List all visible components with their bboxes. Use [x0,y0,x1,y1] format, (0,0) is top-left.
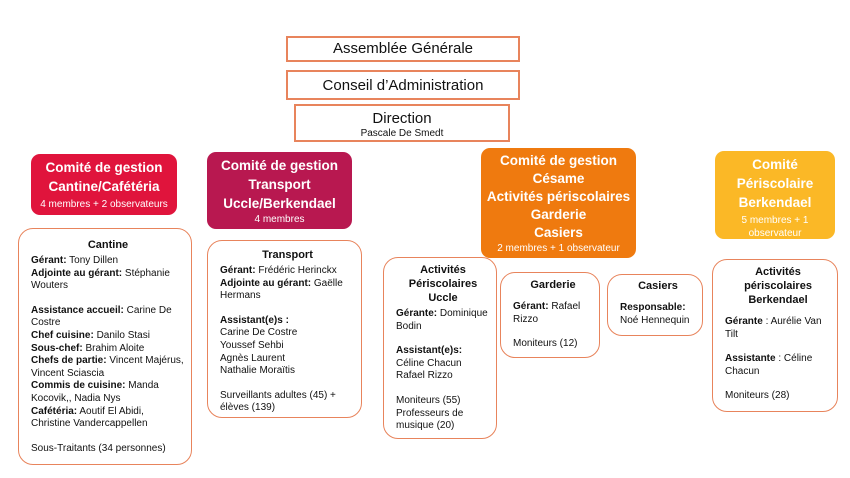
card-transport: Transport Gérant: Frédéric Herinckx Adjo… [207,240,362,418]
activites-professeurs: Professeurs de musique (20) [396,407,464,432]
cantine-partie: Chefs de partie: Vincent Majérus, Vincen… [31,355,184,379]
transport-assistant: Youssef Sehbi [220,339,284,351]
cantine-adjoint: Adjointe au gérant: Stéphanie Wouters [31,267,170,292]
casiers-resp-label: Responsable: [620,302,686,313]
cantine-soustraitants: Sous-Traitants (34 personnes) [31,442,166,454]
transport-assistant: Agnès Laurent [220,352,286,364]
committee-transport-title-2: Transport [248,177,311,192]
card-activites-uccle: Activités Périscolaires Uccle Gérante: D… [383,257,497,439]
transport-assistant: Carine De Costre [220,327,298,339]
committee-transport-title-3: Uccle/Berkendael [223,196,336,211]
berkendael-assistante: Assistante : Céline Chacun [725,353,813,377]
card-casiers-heading: Casiers [638,280,678,292]
transport-assistants-label: Assistant(e)s : [220,314,289,326]
activites-moniteurs: Moniteurs (55) [396,394,461,406]
activites-heading-1: Activités [420,264,466,276]
committee-cantine-title-1: Comité de gestion [45,160,163,175]
committee-cesame-title-4: Garderie [530,207,587,222]
cantine-cafeteria: Cafétéria: Aoutif El Abidi, Christine Va… [31,405,148,430]
cantine-souschef: Sous-chef: Brahim Aloite [31,342,145,354]
committee-cesame-title-2: Césame [532,171,585,186]
cantine-chef: Chef cuisine: Danilo Stasi [31,329,150,341]
committee-cesame-title-3: Activités périscolaires [486,189,631,204]
casiers-resp: Noé Hennequin [620,314,690,326]
activites-assistant: Rafael Rizzo [396,370,453,382]
activites-gerante: Gérante: Dominique Bodin [396,308,488,332]
cantine-gerant: Gérant: Tony Dillen [31,255,119,266]
committee-periscolaire-title-3: Berkendael [738,195,812,210]
activites-heading-3: Uccle [428,292,458,304]
committee-transport-sub: 4 membres [254,214,305,225]
transport-surveillants: Surveillants adultes (45) + élèves (139) [220,389,336,414]
activites-assistants-label: Assistant(e)s: [396,345,463,357]
committee-cantine: Comité de gestion Cantine/Cafétéria 4 me… [31,154,177,215]
transport-adjoint: Adjointe au gérant: Gaëlle Hermans [220,277,343,302]
card-berkendael: Activités périscolaires Berkendael Géran… [712,259,838,412]
committee-transport: Comité de gestion Transport Uccle/Berken… [207,152,352,229]
conseil-administration-box: Conseil d’Administration [286,70,520,100]
assemblee-generale-label: Assemblée Générale [332,40,474,57]
conseil-administration-label: Conseil d’Administration [322,77,484,94]
transport-assistant: Nathalie Moraïtis [220,365,296,377]
card-transport-heading: Transport [262,249,313,261]
direction-title: Direction [372,110,432,127]
committee-cesame-title-5: Casiers [534,225,583,240]
card-cantine-heading: Cantine [87,239,129,251]
activites-assistant: Céline Chacun [396,357,462,369]
activites-heading-2: Périscolaires [408,278,478,290]
committee-periscolaire: Comité Périscolaire Berkendael 5 membres… [715,151,835,239]
garderie-gerant: Gérant: Rafael Rizzo [513,301,581,325]
berkendael-heading-1: Activités [755,266,801,278]
committee-cantine-title-2: Cantine/Cafétéria [48,179,160,194]
direction-box: Direction Pascale De Smedt [294,104,510,142]
card-garderie-heading: Garderie [530,279,576,291]
committee-cesame: Comité de gestion Césame Activités péris… [481,148,636,258]
cantine-accueil: Assistance accueil: Carine De Costre [31,304,172,329]
card-cantine: Cantine Gérant: Tony Dillen Adjointe au … [18,228,192,465]
berkendael-gerante: Gérante : Aurélie Van Tilt [725,316,822,340]
berkendael-moniteurs: Moniteurs (28) [725,390,790,402]
berkendael-heading-3: Berkendael [748,294,808,306]
card-casiers: Casiers Responsable: Noé Hennequin [607,274,703,336]
committee-periscolaire-title-1: Comité [752,157,798,172]
committee-cantine-sub: 4 membres + 2 observateurs [40,199,168,210]
committee-periscolaire-sub-1: 5 membres + 1 [741,215,809,226]
committee-periscolaire-title-2: Périscolaire [736,176,814,191]
transport-gerant: Gérant: Frédéric Herinckx [220,265,337,276]
committee-cesame-title-1: Comité de gestion [499,153,617,168]
assemblee-generale-box: Assemblée Générale [286,36,520,62]
direction-name: Pascale De Smedt [360,128,444,139]
berkendael-heading-2: périscolaires [744,280,812,292]
card-garderie: Garderie Gérant: Rafael Rizzo Moniteurs … [500,272,600,358]
committee-cesame-sub: 2 membres + 1 observateur [497,243,620,254]
garderie-moniteurs: Moniteurs (12) [513,338,578,350]
cantine-commis: Commis de cuisine: Manda Kocovik,, Nadia… [31,380,159,404]
committee-periscolaire-sub-2: observateur [748,228,802,239]
committee-transport-title-1: Comité de gestion [220,158,338,173]
